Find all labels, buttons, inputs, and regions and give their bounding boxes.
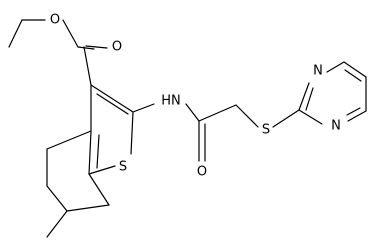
bond-c6-c7	[66, 204, 110, 212]
bond-c3a-c4	[46, 130, 92, 150]
atom-labels: O O HN S O S N N	[50, 13, 341, 180]
atom-o-amide: O	[197, 165, 207, 180]
bond-c7-c7a	[88, 173, 110, 206]
bond-nh-camide	[185, 103, 200, 122]
atom-n-amide: HN	[161, 94, 181, 109]
bond-s-c7a	[88, 165, 116, 175]
atom-o-carbonyl-ester: O	[112, 40, 122, 55]
bond-c6-methyl	[46, 210, 68, 238]
bond-o-acyl	[62, 19, 79, 48]
bond-c3-c2	[90, 84, 134, 113]
bond-pyr-c2-n1-inner	[305, 87, 314, 111]
bond-pyr-c4-n3-inner	[346, 107, 361, 116]
bond-pyr-n1-c6	[326, 61, 345, 73]
bond-pyr-n3-c2	[298, 109, 323, 125]
atom-n-pyrimidine-2: N	[331, 119, 341, 134]
bond-ester-carbonyl-2	[85, 45, 108, 49]
bond-ch2-s	[235, 104, 259, 128]
bond-c7a-c3a	[88, 130, 92, 175]
atom-n-pyrimidine-1: N	[313, 64, 323, 79]
bond-ethyl-ch3-ch2	[8, 19, 23, 48]
bond-pyr-c4-n3	[347, 110, 367, 122]
bond-pyr-c6-c5-inner	[344, 69, 362, 82]
atom-s-thioether: S	[262, 123, 270, 138]
bond-c3-c2-inner	[96, 93, 129, 115]
bond-acyl-c3	[83, 46, 92, 86]
bond-pyr-c2-n1	[298, 82, 310, 111]
bond-ester-carbonyl-1	[77, 46, 95, 50]
bond-c5-c6	[46, 185, 68, 212]
atom-o-ester: O	[50, 13, 60, 28]
atom-s-thiophene: S	[119, 160, 127, 175]
bonds	[8, 19, 367, 238]
bond-camide-ch2	[198, 104, 237, 122]
bond-c2-s	[130, 111, 134, 155]
bond-c2-nh	[132, 103, 155, 113]
bond-pyr-c6-c5	[343, 61, 367, 78]
bond-s-cpyr	[272, 109, 300, 128]
bond-c7a-c3a-inner	[96, 134, 100, 169]
